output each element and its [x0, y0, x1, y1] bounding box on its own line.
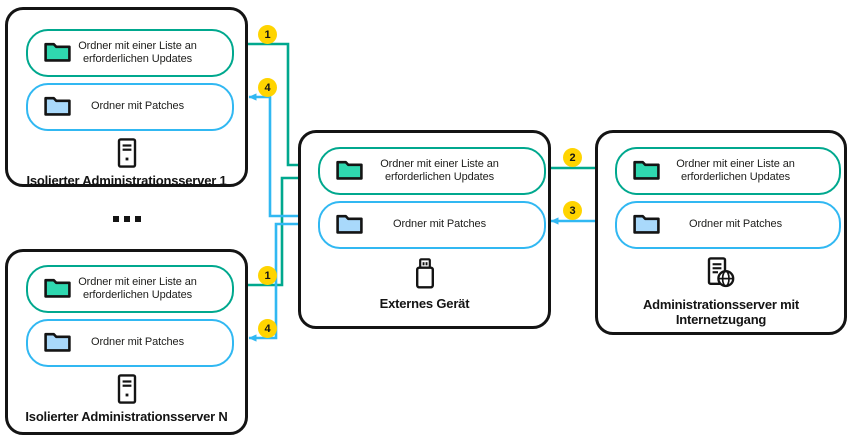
step-badge-2: 2 [563, 148, 582, 167]
wire-step-1-bottom [245, 174, 314, 287]
pill-folder-patches-isolated-n[interactable]: Ordner mit Patches [26, 319, 234, 367]
node-caption: Isolierter Administrationsserver N [25, 409, 228, 424]
step-badge-1-bottom: 1 [258, 266, 277, 285]
step-number: 4 [264, 322, 271, 335]
step-number: 4 [264, 81, 271, 94]
folder-green-icon [336, 158, 363, 185]
step-badge-4-bottom: 4 [258, 319, 277, 338]
step-number: 3 [569, 204, 576, 217]
pill-folder-updates-isolated-1[interactable]: Ordner mit einer Liste an erforderlichen… [26, 29, 234, 77]
node-administration-server-internet[interactable]: Ordner mit einer Liste an erforderlichen… [595, 130, 847, 335]
server-icon-wrap [8, 374, 245, 409]
pill-folder-patches-isolated-1[interactable]: Ordner mit Patches [26, 83, 234, 131]
pill-label: Ordner mit Patches [91, 336, 184, 349]
server-internet-icon-wrap [598, 257, 844, 294]
folder-blue-icon [336, 212, 363, 239]
pill-folder-updates-external[interactable]: Ordner mit einer Liste an erforderlichen… [318, 147, 546, 195]
pill-label: Ordner mit Patches [393, 218, 486, 231]
pill-label: Ordner mit Patches [689, 218, 782, 231]
step-badge-1-top: 1 [258, 25, 277, 44]
node-caption: Isolierter Administrationsserver 1 [26, 173, 227, 188]
step-number: 1 [264, 269, 271, 282]
wire-step-4-top [248, 93, 313, 218]
folder-green-icon [633, 158, 660, 185]
usb-drive-icon-wrap [301, 258, 548, 294]
node-caption: Externes Gerät [379, 296, 470, 311]
folder-green-icon [44, 276, 71, 303]
wire-step-4-bottom [248, 222, 313, 342]
folder-green-icon [44, 40, 71, 67]
folder-blue-icon [633, 212, 660, 239]
step-badge-4-top: 4 [258, 78, 277, 97]
pill-folder-updates-internet[interactable]: Ordner mit einer Liste an erforderlichen… [615, 147, 841, 195]
node-isolated-administration-server-n[interactable]: Ordner mit einer Liste an erforderlichen… [5, 249, 248, 435]
node-isolated-administration-server-1[interactable]: Ordner mit einer Liste an erforderlichen… [5, 7, 248, 188]
server-icon [116, 374, 138, 409]
step-number: 2 [569, 151, 576, 164]
folder-blue-icon [44, 330, 71, 357]
folder-blue-icon [44, 94, 71, 121]
pill-label: Ordner mit einer Liste an erforderlichen… [380, 157, 499, 184]
pill-label: Ordner mit Patches [91, 100, 184, 113]
usb-drive-icon [414, 258, 436, 294]
pill-folder-patches-external[interactable]: Ordner mit Patches [318, 201, 546, 249]
pill-label: Ordner mit einer Liste an erforderlichen… [78, 275, 197, 302]
server-internet-icon [706, 257, 736, 294]
pill-label: Ordner mit einer Liste an erforderlichen… [78, 39, 197, 66]
server-icon [116, 138, 138, 173]
pill-folder-updates-isolated-n[interactable]: Ordner mit einer Liste an erforderlichen… [26, 265, 234, 313]
node-external-device[interactable]: Ordner mit einer Liste an erforderlichen… [298, 130, 551, 329]
step-badge-3: 3 [563, 201, 582, 220]
server-icon-wrap [8, 138, 245, 173]
pill-folder-patches-internet[interactable]: Ordner mit Patches [615, 201, 841, 249]
step-number: 1 [264, 28, 271, 41]
ellipsis-more-servers [113, 216, 141, 222]
node-caption: Administrationsserver mit Internetzugang [642, 297, 800, 327]
pill-label: Ordner mit einer Liste an erforderlichen… [676, 157, 795, 184]
